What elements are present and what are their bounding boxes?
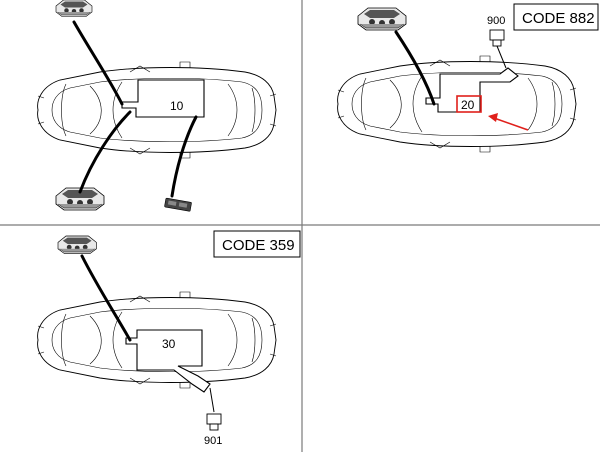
highlight-box [456, 95, 482, 113]
panel-bottom-right-empty [303, 226, 600, 452]
panel-bottom-left: CODE 359 30 901 [37, 230, 301, 447]
code-box [513, 3, 599, 31]
code-label-359: CODE 359 [222, 237, 295, 254]
wire-module [80, 254, 132, 342]
wire-top [72, 20, 124, 106]
connector-900-lead [496, 45, 507, 69]
switch-component [164, 197, 192, 212]
harness-label-10: 10 [170, 99, 184, 113]
connector-label-901: 901 [204, 435, 222, 447]
code-label-882: CODE 882 [522, 10, 595, 27]
wire-bottom-left [78, 110, 132, 194]
code-box [213, 230, 301, 258]
harness-10 [121, 79, 205, 118]
wire-module [394, 30, 436, 106]
harness-30 [125, 329, 211, 393]
red-arrow-icon [488, 113, 529, 131]
wire-bottom-right [170, 115, 198, 198]
roof-module-top [55, 0, 93, 17]
panel-top-left: 10 [37, 0, 277, 212]
roof-module [57, 235, 97, 255]
panel-top-right: CODE 882 20 900 [337, 3, 599, 153]
harness-label-20: 20 [461, 98, 475, 112]
connector-901-icon [206, 413, 222, 431]
roof-module [357, 7, 407, 31]
harness-label-30: 30 [162, 337, 176, 351]
connector-901-lead [209, 387, 215, 413]
connector-label-900: 900 [487, 15, 505, 27]
connector-900-icon [489, 29, 505, 47]
